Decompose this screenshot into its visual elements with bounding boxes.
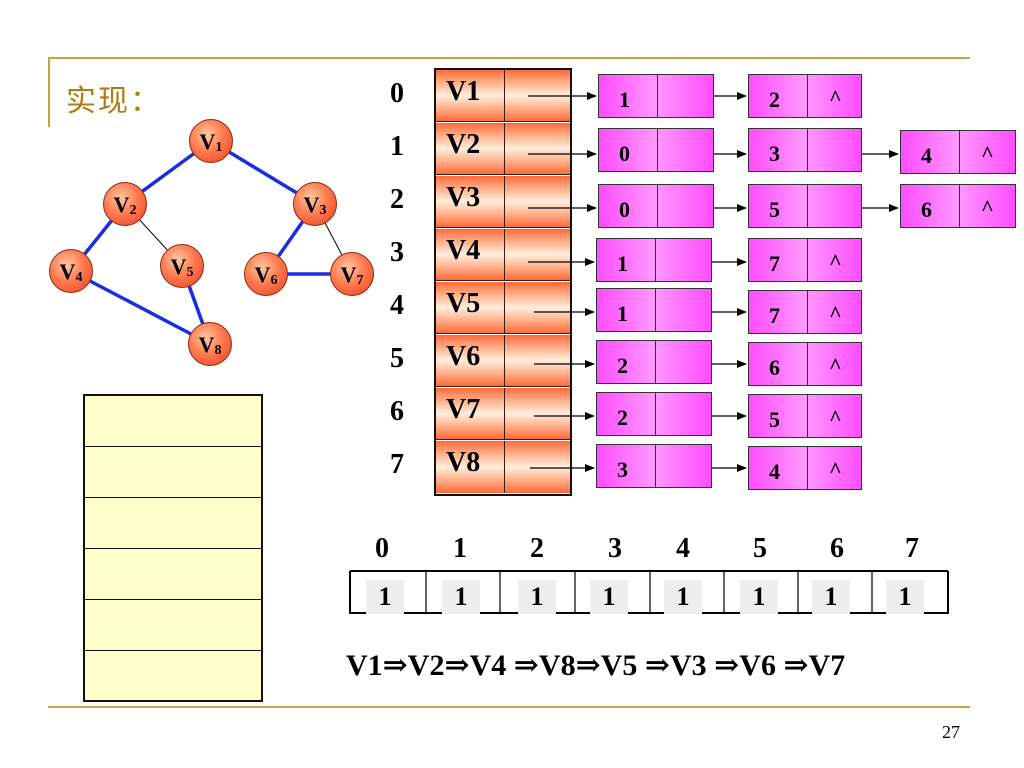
visited-cell: 1 (518, 580, 556, 614)
vertex-row: V4 (436, 229, 570, 281)
stack-cell (85, 650, 261, 651)
vertex-label: V7 (446, 394, 481, 425)
visited-index: 5 (753, 533, 767, 564)
vertex-row: V1 (436, 70, 570, 122)
stack-cell (85, 446, 261, 447)
page-number: 27 (942, 722, 960, 742)
adj-node: 5 (748, 184, 862, 228)
adj-node: 1 (596, 238, 712, 282)
row-index: 0 (390, 78, 404, 109)
visited-index: 2 (530, 533, 544, 564)
stack-cell (85, 497, 261, 498)
visited-index: 4 (676, 533, 690, 564)
visited-index: 6 (830, 533, 844, 564)
visited-index: 3 (608, 533, 622, 564)
adj-node: 7^ (748, 238, 862, 282)
row-index: 6 (390, 396, 404, 427)
graph-vertex-v1: V1 (189, 119, 233, 163)
visited-cell: 1 (740, 580, 778, 614)
top-rule (48, 57, 970, 59)
adj-node: 6^ (900, 184, 1016, 228)
vertex-row: V7 (436, 388, 570, 440)
vertex-label: V1 (446, 76, 481, 107)
visited-cell: 1 (590, 580, 628, 614)
adj-node: 2 (596, 392, 712, 436)
graph-vertex-v4: V4 (49, 249, 93, 293)
slide-title: 实现： (66, 84, 162, 119)
adj-node: 6^ (748, 342, 862, 386)
adj-node: 1 (598, 74, 714, 118)
vertex-table: V1 V2 V3 V4 V5 V6 V7 V8 (434, 68, 572, 496)
left-accent-rule (48, 57, 50, 127)
vertex-label: V4 (446, 235, 481, 266)
bottom-rule (48, 706, 970, 708)
row-index: 5 (390, 343, 404, 374)
row-index: 7 (390, 449, 404, 480)
visited-index: 7 (905, 533, 919, 564)
visited-cell: 1 (664, 580, 702, 614)
row-index: 4 (390, 290, 404, 321)
graph-vertex-v7: V7 (330, 252, 374, 296)
vertex-row: V2 (436, 123, 570, 175)
visited-cell: 1 (442, 580, 480, 614)
adj-node: 7^ (748, 290, 862, 334)
row-index: 3 (390, 237, 404, 268)
vertex-label: V2 (446, 129, 481, 160)
adj-node: 0 (598, 128, 714, 172)
adj-node: 2^ (748, 74, 862, 118)
adj-node: 4^ (900, 130, 1016, 174)
vertex-row: V3 (436, 176, 570, 228)
vertex-row: V6 (436, 335, 570, 387)
adj-node: 3 (748, 128, 862, 172)
adj-node: 4^ (748, 446, 862, 490)
visited-cell: 1 (886, 580, 924, 614)
vertex-row: V8 (436, 441, 570, 493)
graph-vertex-v3: V3 (293, 182, 337, 226)
row-index: 1 (390, 131, 404, 162)
stack-cell (85, 599, 261, 600)
visited-cell: 1 (366, 580, 404, 614)
row-index: 2 (390, 184, 404, 215)
stack-cell (85, 548, 261, 549)
graph-vertex-v2: V2 (103, 182, 147, 226)
graph-vertex-v8: V8 (188, 322, 232, 366)
visited-index: 1 (453, 533, 467, 564)
visited-cell: 1 (812, 580, 850, 614)
vertex-label: V8 (446, 447, 481, 478)
vertex-label: V5 (446, 288, 481, 319)
graph-vertex-v5: V5 (160, 244, 204, 288)
adj-node: 3 (596, 444, 712, 488)
stack-box (83, 394, 263, 702)
vertex-row: V5 (436, 282, 570, 334)
visited-index: 0 (375, 533, 389, 564)
adj-node: 2 (596, 340, 712, 384)
vertex-label: V3 (446, 182, 481, 213)
traversal-sequence: V1⇒V2⇒V4 ⇒V8⇒V5 ⇒V3 ⇒V6 ⇒V7 (346, 649, 846, 682)
adj-node: 5^ (748, 394, 862, 438)
adj-node: 0 (598, 184, 714, 228)
graph-vertex-v6: V6 (244, 252, 288, 296)
edge-v4-v8 (70, 269, 211, 346)
vertex-label: V6 (446, 341, 481, 372)
adj-node: 1 (596, 288, 712, 332)
